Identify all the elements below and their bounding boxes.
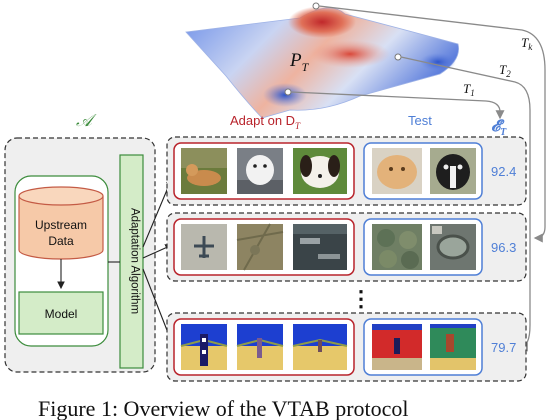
algorithm-group: Upstream Data Model Adaptation Algorithm (4, 137, 156, 373)
arrow-task-1 (290, 91, 505, 120)
adapt-header: Adapt on DT (230, 113, 301, 131)
task-distribution-surface: PT (185, 6, 459, 119)
satellite-stadium-image (430, 224, 476, 270)
arrow-task-k (318, 5, 546, 243)
satellite-circular-fields-image (372, 224, 422, 270)
task-label-2: T2 (499, 62, 511, 79)
score-row-1: 92.4 (491, 164, 516, 179)
more-tasks-ellipsis: ⋮ (350, 286, 372, 311)
spaniel-puppy-image (293, 148, 347, 194)
task-row-natural: 92.4 (166, 136, 527, 206)
satellite-airplane-image (181, 224, 227, 270)
surface-valley (263, 83, 307, 107)
surface-label: PT (289, 50, 310, 74)
surface-peak (288, 6, 356, 38)
3d-maze-green-wall-image (430, 324, 476, 370)
task-label-1: T1 (463, 81, 475, 98)
task-row-3d-maze: 79.7 (166, 312, 527, 382)
3d-maze-corridor-1-image (180, 324, 228, 370)
test-header: Test (408, 113, 432, 128)
task-label-k: Tk (521, 35, 533, 52)
model-box (18, 291, 104, 335)
3d-maze-corridor-2-image (236, 324, 284, 370)
upstream-data-label-line1: Upstream (35, 218, 87, 232)
3d-maze-red-room-image (372, 324, 422, 370)
eval-symbol: 𝓔T (491, 118, 507, 138)
task-row-satellite: 96.3 (166, 212, 527, 282)
sample-point-k (312, 2, 320, 10)
dog-lying-on-grass-image (181, 148, 227, 194)
white-puppy-image (237, 148, 283, 194)
sample-point-2 (394, 53, 402, 61)
score-row-3: 79.7 (491, 340, 516, 355)
surface-ridge (310, 40, 390, 68)
score-row-2: 96.3 (491, 240, 516, 255)
cylinder-top (18, 186, 104, 206)
model-label: Model (45, 307, 78, 321)
3d-maze-corridor-3-image (292, 324, 348, 370)
sample-point-1 (284, 88, 292, 96)
cylinder-body (18, 196, 104, 260)
persian-cat-image (372, 148, 422, 194)
satellite-field-image (236, 223, 284, 271)
upstream-data-label-line2: Data (48, 234, 74, 248)
adaptation-algorithm-label: Adaptation Algorithm (129, 208, 141, 314)
satellite-ships-image (293, 224, 347, 270)
algorithm-symbol: 𝒜 (76, 111, 97, 130)
figure-caption: Figure 1: Overview of the VTAB protocol (38, 396, 409, 420)
boston-terrier-image (430, 148, 476, 194)
upstream-data-cylinder: Upstream Data (18, 186, 104, 260)
